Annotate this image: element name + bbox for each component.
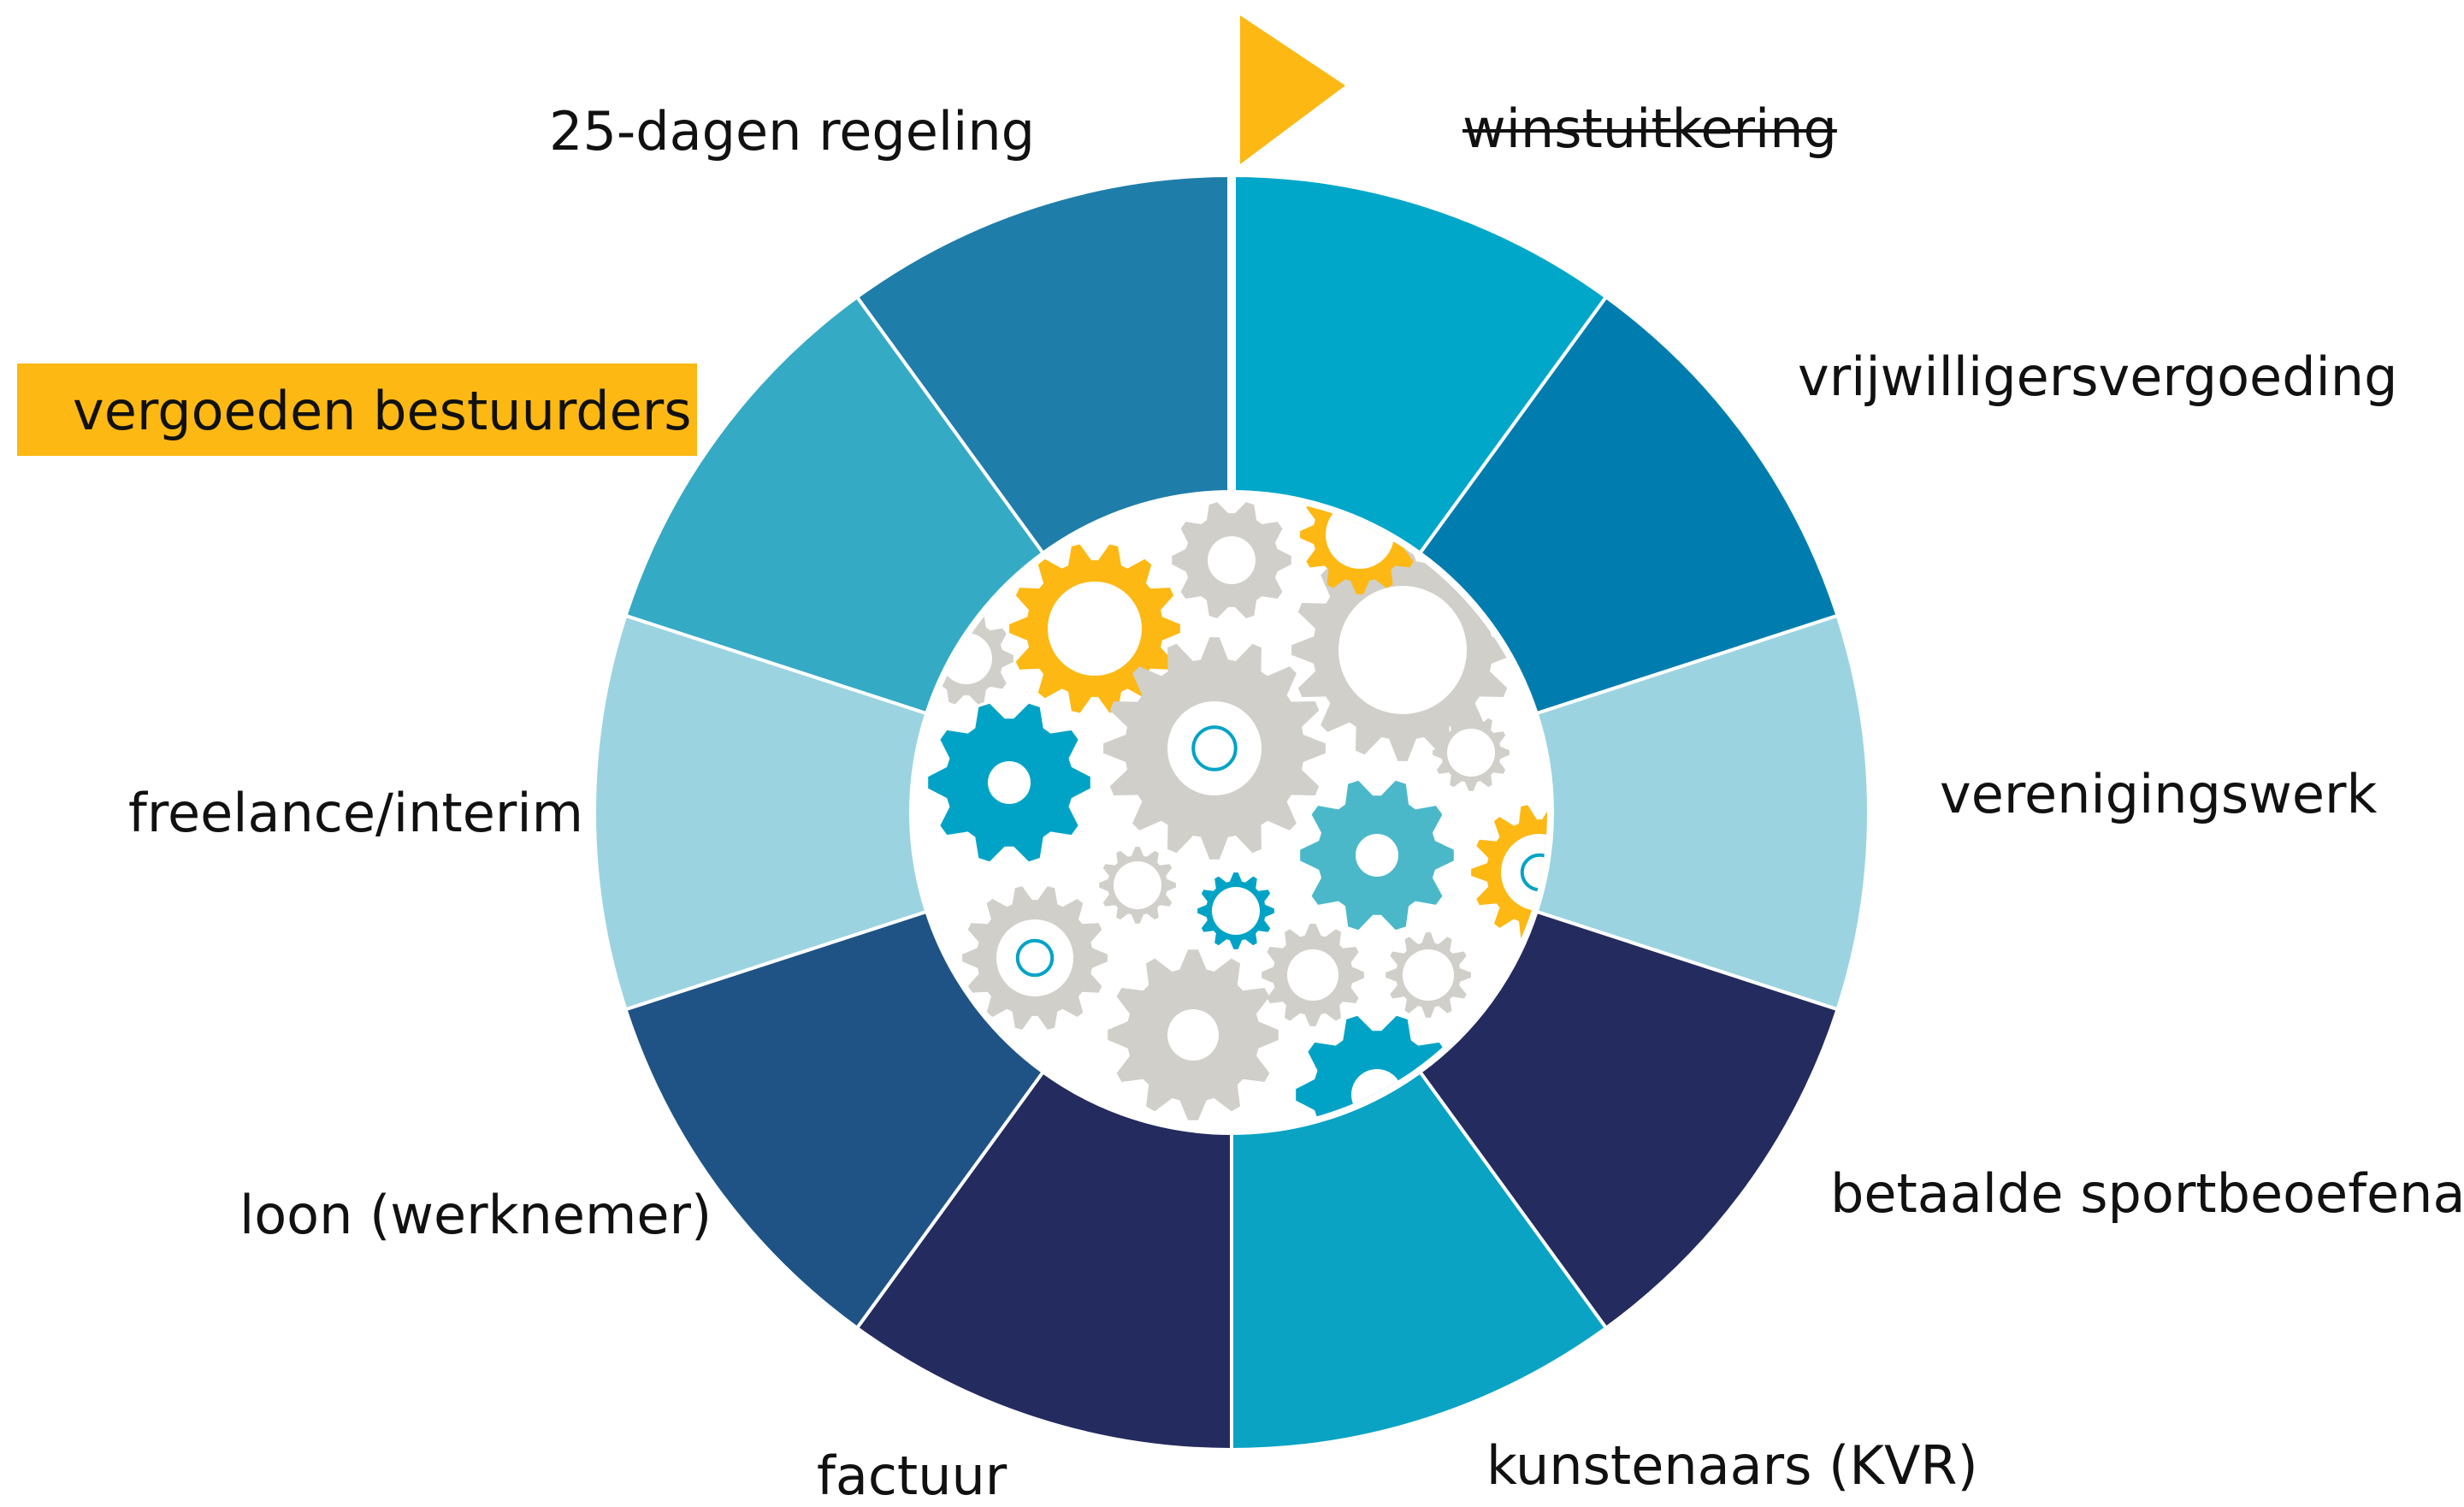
wheel-segment [854,1069,1233,1452]
gear-icon [1433,714,1510,791]
wheel-segment [593,613,929,1012]
wheel-segment [623,909,1046,1331]
segment-label-freelance-interim: freelance/interim [128,782,583,844]
segment-label-vrijwilligersvergoeding: vrijwilligersvergoeding [1798,346,2398,408]
gear-icon [1108,949,1279,1120]
segment-label-winstuitkering: winstuitkering [1462,98,1837,160]
gear-icon [1300,780,1454,931]
gear-icon [1262,924,1364,1026]
gear-icon [1291,539,1514,761]
wheel-segment [1230,173,1609,556]
segment-label-25-dagen-regeling: 25-dagen regeling [549,100,1035,163]
gear-icon [928,703,1090,862]
wheel-segments [593,167,1870,1452]
gear-icon [1103,637,1326,860]
gear-icon [1197,872,1274,949]
segment-gap [1227,167,1236,500]
wheel-segment [623,294,1046,716]
segment-label-verenigingswerk: verenigingswerk [1940,763,2378,825]
wheel-segment [1534,613,1870,1012]
segment-label-kunstenaars: kunstenaars (KVR) [1486,1434,1978,1497]
wheel-segment [1417,294,1841,716]
wheel-segment [1230,1069,1609,1452]
gear-icon [1172,502,1291,618]
segment-label-factuur: factuur [817,1445,1007,1507]
wheel-segment [854,173,1233,556]
wheel-segment [1417,909,1841,1331]
segment-label-loon: loon (werknemer) [239,1184,712,1246]
pointer-flag [1240,15,1345,164]
segment-label-betaalde-sportbeoefenaar: betaalde sportbeoefenaar [1830,1162,2464,1225]
gear-icon [1386,932,1471,1018]
gear-icon [1099,847,1176,924]
segment-label-vergoeden-bestuurders: vergoeden bestuurders [73,380,692,442]
gear-hub [916,497,1547,1128]
highlight-box [17,363,697,456]
gear-icon [962,886,1108,1030]
